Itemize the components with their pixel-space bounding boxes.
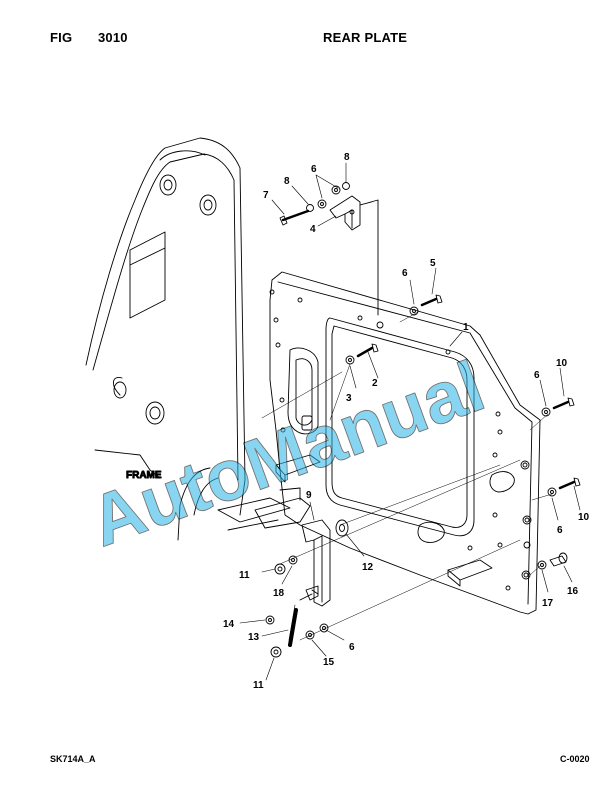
callout-3: 3 bbox=[346, 393, 352, 404]
frame-drawing bbox=[85, 137, 311, 541]
page-title: REAR PLATE bbox=[323, 30, 408, 45]
callout-6c: 6 bbox=[534, 370, 540, 381]
bolt-2-drawing bbox=[345, 343, 379, 365]
callout-numbers: 1 2 3 4 5 6 6 6 6 6 7 8 8 9 10 10 11 11 … bbox=[223, 152, 590, 691]
callout-8b: 8 bbox=[344, 152, 350, 163]
callout-6d: 6 bbox=[557, 525, 563, 536]
callout-11b: 11 bbox=[253, 680, 264, 691]
callout-5: 5 bbox=[430, 258, 436, 269]
callout-12: 12 bbox=[362, 562, 374, 573]
washer-12-drawing bbox=[335, 519, 349, 537]
callout-6e: 6 bbox=[349, 642, 355, 653]
stud-13-drawing bbox=[265, 604, 329, 658]
alignment-lines bbox=[261, 201, 553, 641]
callout-13: 13 bbox=[248, 632, 260, 643]
callout-14: 14 bbox=[223, 619, 235, 630]
rear-plate-drawing bbox=[269, 271, 541, 615]
callout-9: 9 bbox=[306, 490, 312, 501]
callout-6b: 6 bbox=[402, 268, 408, 279]
callout-11a: 11 bbox=[239, 570, 250, 581]
footer-right-code: C-0020 bbox=[560, 754, 590, 764]
callout-16: 16 bbox=[567, 586, 579, 597]
callout-18: 18 bbox=[273, 588, 285, 599]
callout-8a: 8 bbox=[284, 176, 290, 187]
callout-leaders bbox=[239, 162, 581, 681]
callout-6a: 6 bbox=[311, 164, 317, 175]
callout-7: 7 bbox=[263, 190, 269, 201]
footer-left-code: SK714A_A bbox=[50, 754, 96, 764]
figure-number: 3010 bbox=[98, 30, 128, 45]
bolts-10-drawing bbox=[541, 397, 581, 497]
figure-label: FIG bbox=[50, 30, 73, 45]
callout-2: 2 bbox=[372, 378, 378, 389]
callout-17: 17 bbox=[542, 598, 554, 609]
nut-16-drawing bbox=[537, 552, 568, 570]
callout-4: 4 bbox=[310, 224, 316, 235]
callout-10b: 10 bbox=[578, 512, 590, 523]
callout-15: 15 bbox=[323, 657, 335, 668]
callout-10a: 10 bbox=[556, 358, 568, 369]
callout-1: 1 bbox=[463, 322, 469, 333]
watermark-text: AutoManual bbox=[80, 346, 494, 562]
nut-11-upper-drawing bbox=[274, 555, 298, 575]
bracket-9-drawing bbox=[299, 519, 331, 607]
bolt-5-drawing bbox=[409, 294, 443, 316]
frame-label: FRAME bbox=[126, 470, 162, 481]
